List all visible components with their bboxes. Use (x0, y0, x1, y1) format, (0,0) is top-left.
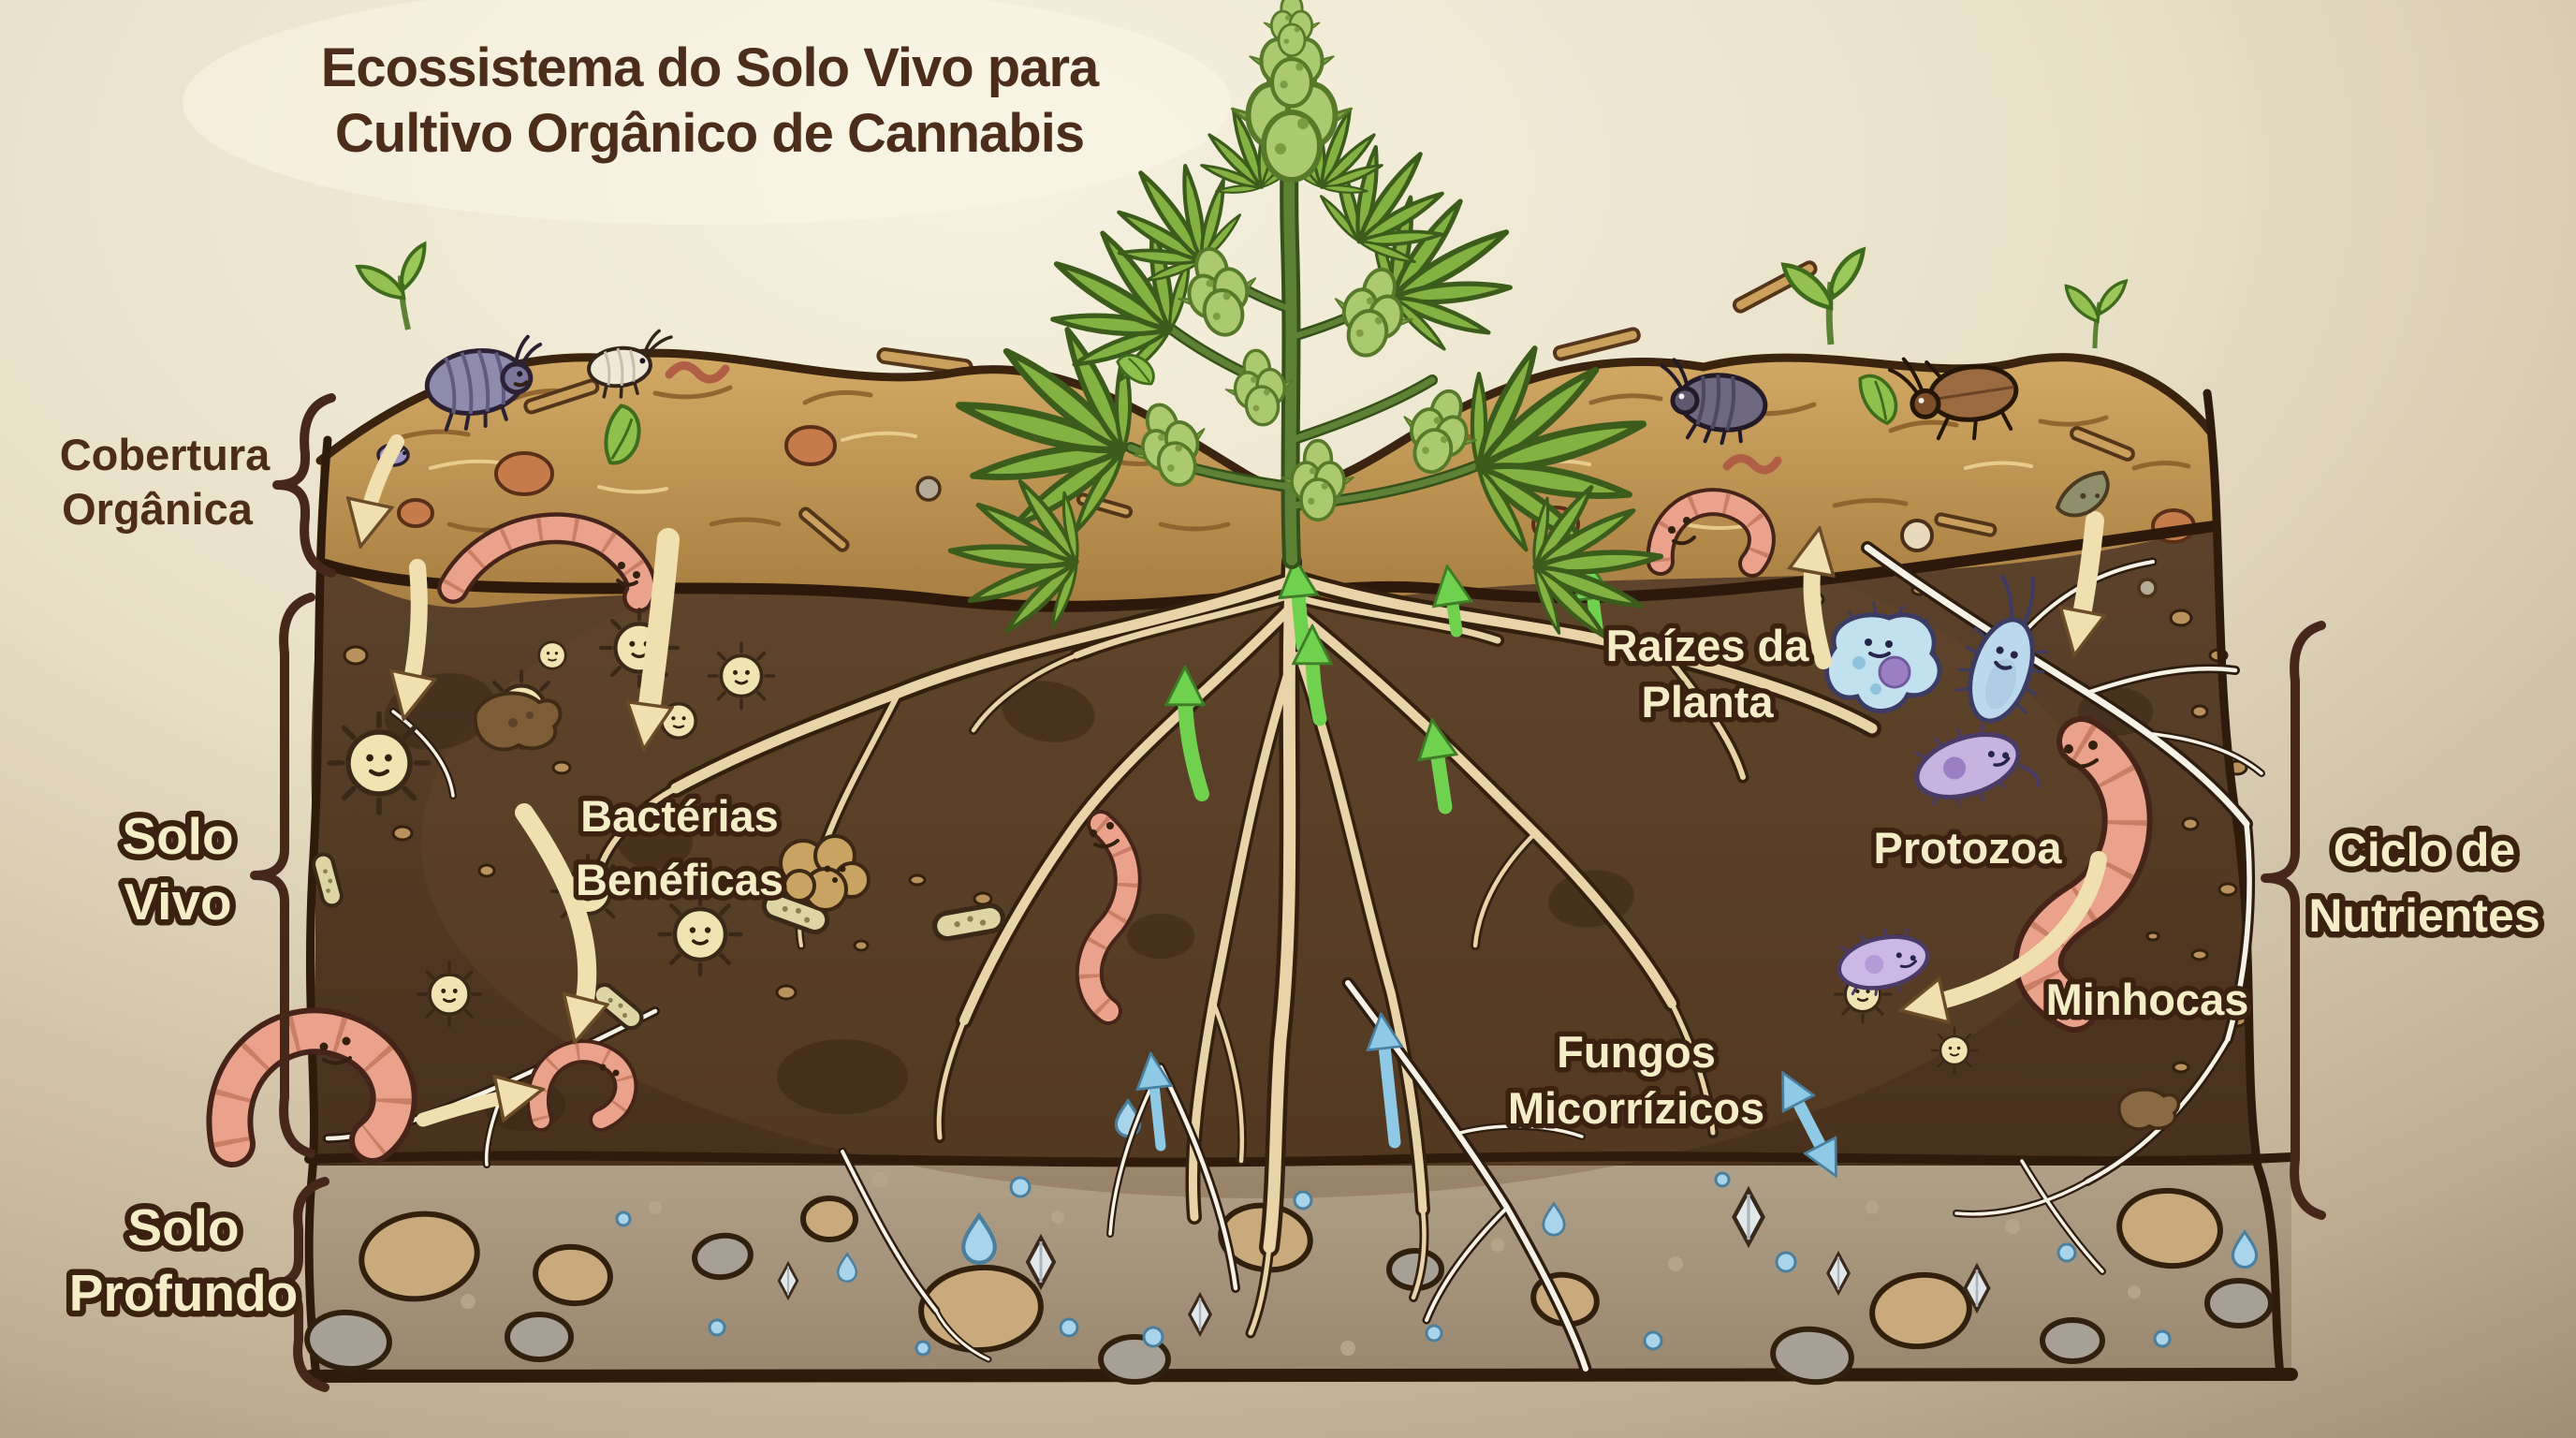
small-clump (2117, 1088, 2181, 1131)
label-ciclo-line1: Ciclo de (2334, 824, 2515, 876)
deep-pebbles (461, 1172, 2141, 1356)
beetle (1887, 357, 2019, 441)
mulch-stones (915, 476, 2158, 598)
water-droplets (615, 1099, 2259, 1357)
brace-solo-profundo (264, 1177, 329, 1392)
uptake-arrows-green (1185, 584, 1597, 814)
brace-ciclo (2261, 621, 2326, 1220)
annotation-bacterias-line2: Benéficas (576, 855, 783, 904)
title-highlight (183, 0, 1231, 225)
brace-cobertura (272, 393, 336, 578)
label-cobertura-line1: Cobertura (60, 430, 271, 479)
cannabis-plant (931, 0, 1671, 647)
annotation-fungos-line2: Micorrízicos (1508, 1083, 1764, 1133)
label-solo-profundo-line1: Solo (127, 1198, 239, 1256)
label-cobertura-line2: Orgânica (62, 484, 254, 534)
layer-braces (250, 393, 2326, 1392)
annotation-raizes-line1: Raízes da (1606, 621, 1810, 670)
pill-bug-left (424, 334, 543, 432)
nutrient-arrows-cream (367, 434, 2107, 1127)
sprouts-and-leaves (356, 244, 2126, 518)
earthworms (229, 502, 2127, 1144)
springtail (587, 329, 673, 399)
labels: Ecossistema do Solo Vivo para Cultivo Or… (60, 37, 2546, 1328)
brace-solo-vivo (250, 593, 315, 1158)
label-solo-vivo-line1: Solo (122, 807, 233, 865)
protozoa-ciliate (1914, 724, 2042, 807)
label-solo-vivo-line2: Vivo (124, 873, 231, 931)
twigs (523, 260, 2135, 552)
annotation-raizes-line2: Planta (1641, 677, 1774, 726)
annotation-bacterias-line1: Bactérias (580, 791, 779, 841)
soil-aggregate-face (779, 834, 871, 912)
page-title-line2: Cultivo Orgânico de Cannabis (335, 103, 1084, 164)
protozoa-amoeba (1824, 601, 1942, 713)
annotation-protozoa: Protozoa (1873, 823, 2062, 873)
egg (1900, 519, 1934, 552)
label-solo-profundo-line2: Profundo (69, 1264, 298, 1322)
label-ciclo-line2: Nutrientes (2308, 889, 2539, 942)
page-title-line1: Ecossistema do Solo Vivo para (321, 37, 1100, 98)
dark-clump (473, 691, 563, 752)
decaying-leaf (2055, 470, 2110, 518)
water-arrows-blue (1153, 1037, 1825, 1155)
annotation-minhocas: Minhocas (2046, 975, 2249, 1024)
mini-worms (665, 361, 1782, 475)
protozoa-ciliate-2 (1837, 928, 1930, 996)
annotation-fungos-line1: Fungos (1557, 1027, 1716, 1077)
protozoa-flagellate (1954, 574, 2049, 724)
pill-bug-right (1660, 358, 1768, 446)
